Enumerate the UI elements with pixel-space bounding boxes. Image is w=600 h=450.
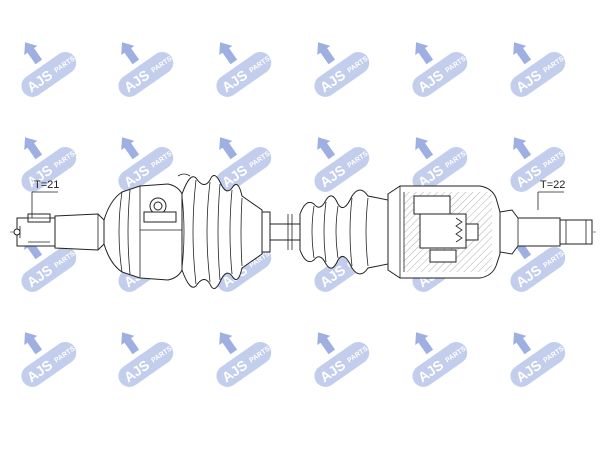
- watermark-emblem-icon: [121, 42, 140, 65]
- watermark-emblem-icon: [415, 137, 434, 160]
- right-spline-stub: [499, 209, 593, 255]
- watermark-badge: [412, 51, 468, 97]
- watermark-badge: [118, 51, 174, 97]
- watermark-emblem-icon: [513, 42, 532, 65]
- watermark-emblem-icon: [415, 42, 434, 65]
- watermark-emblem-icon: [219, 332, 238, 355]
- spline-label-right: T=22: [537, 179, 565, 210]
- left-spline-stub: [13, 213, 105, 251]
- watermark-emblem-icon: [24, 137, 43, 160]
- watermark-badge: [216, 51, 272, 97]
- watermark-badge: [314, 146, 370, 192]
- watermark-emblem-icon: [219, 42, 238, 65]
- left-spline-tooth-count: T=21: [34, 179, 59, 191]
- watermark-emblem-icon: [415, 332, 434, 355]
- watermark-emblem-icon: [121, 137, 140, 160]
- drive-shaft: T=21 T=22: [10, 173, 596, 289]
- watermark-emblem-icon: [513, 137, 532, 160]
- outer-boot: [177, 173, 271, 289]
- watermark-badge: [314, 341, 370, 387]
- outer-cv-joint: [103, 183, 183, 281]
- right-spline-tooth-count: T=22: [540, 179, 565, 191]
- watermark-badge: [21, 146, 77, 192]
- watermark-badge: [510, 341, 566, 387]
- spline-label-left: T=21: [31, 179, 59, 218]
- watermark-badge: [21, 341, 77, 387]
- watermark-badge: [510, 146, 566, 192]
- watermark-badge: [314, 51, 370, 97]
- watermark-emblem-icon: [219, 137, 238, 160]
- watermark-badge: [21, 51, 77, 97]
- watermark-badge: [510, 246, 566, 292]
- watermark-badge: [412, 146, 468, 192]
- watermark-badge: [216, 246, 272, 292]
- watermark-emblem-icon: [317, 137, 336, 160]
- watermark-badge: [216, 341, 272, 387]
- watermark-badge: [216, 146, 272, 192]
- watermark-badge: [21, 246, 77, 292]
- watermark-emblem-icon: [317, 332, 336, 355]
- watermark-badge: [510, 51, 566, 97]
- watermark-badge: [118, 341, 174, 387]
- watermark-emblem-icon: [24, 42, 43, 65]
- watermark-emblem-icon: [121, 332, 140, 355]
- watermark-emblem-icon: [24, 332, 43, 355]
- watermark-emblem-icon: [513, 332, 532, 355]
- watermark-badge: [412, 341, 468, 387]
- watermark-emblem-icon: [317, 42, 336, 65]
- watermark-badge: [118, 146, 174, 192]
- inner-tripod-housing: [387, 185, 501, 279]
